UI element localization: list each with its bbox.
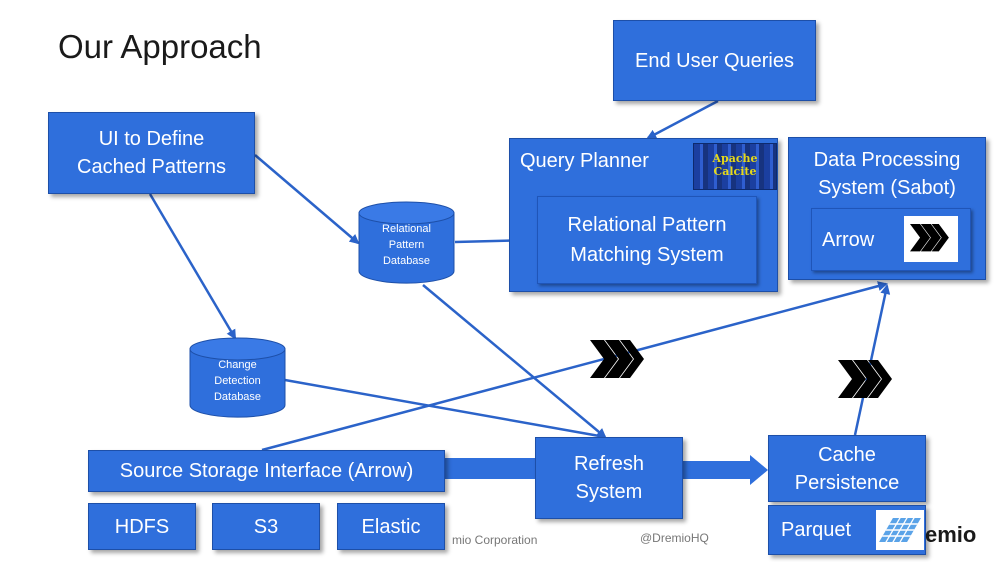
change-detection-database-label: Change Detection Database [213,359,262,403]
apache-calcite-logo: Apache Calcite [693,143,777,190]
arrow-chevrons-icon [590,340,644,378]
footer-company: mio Corporation [452,533,538,547]
relational-pattern-database-label: Relational Pattern Database [382,223,431,267]
edge-enduser-to-planner [646,99,719,140]
pipe-source-to-refresh [445,458,535,479]
database-cylinder-icon [189,337,286,418]
parquet-label: Parquet [781,519,852,541]
edge-reldb-to-refresh [422,284,607,439]
refresh-system-box: Refresh System [535,437,683,519]
arrow-label: Arrow [822,228,875,251]
elastic-box: Elastic [337,503,445,550]
change-detection-database: Change Detection Database [189,337,286,419]
pipe-refresh-to-cache [683,455,768,485]
edge-ui-to-reldb [254,154,360,245]
query-planner-label: Query Planner [520,150,649,172]
parquet-logo-icon [879,518,921,542]
s3-box: S3 [212,503,320,550]
ui-define-cached-patterns-box: UI to Define Cached Patterns [48,112,255,194]
slide-title: Our Approach [58,28,262,65]
data-processing-label: Data Processing System (Sabot) [813,149,961,199]
end-user-queries-box: End User Queries [613,20,816,101]
cache-persistence-box: Cache Persistence [768,435,926,502]
parquet-logo [876,510,924,550]
relational-pattern-database: Relational Pattern Database [358,201,455,285]
apache-calcite-logo-text: Apache Calcite [712,152,758,178]
relational-pattern-matching-box: Relational Pattern Matching System [537,196,757,284]
arrow-chevrons-icon [838,360,892,398]
database-cylinder-icon [358,201,455,284]
arrow-chevrons-icon [910,224,949,252]
brand-logo-text: emio [925,522,977,547]
apache-arrow-logo [904,216,958,262]
edge-changedb-to-refresh [284,378,606,439]
edge-source-to-dataprocessing [261,281,888,452]
source-storage-interface-box: Source Storage Interface (Arrow) [88,450,445,492]
hdfs-box: HDFS [88,503,196,550]
edge-ui-to-changedb [148,193,237,340]
footer-handle: @DremioHQ [640,531,709,545]
